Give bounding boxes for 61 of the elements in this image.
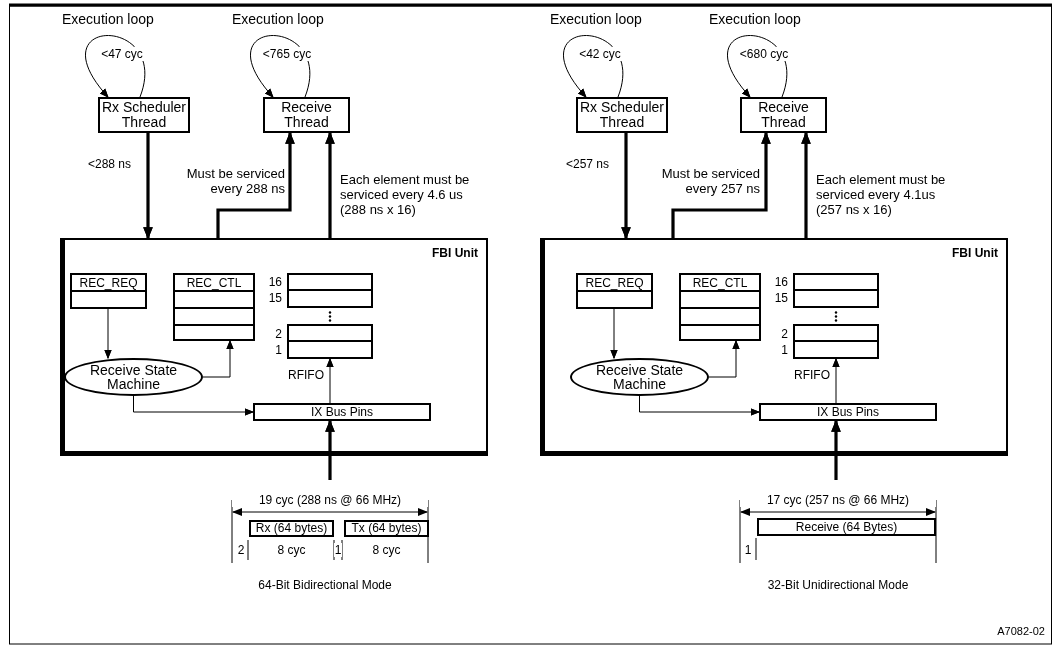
arrow [832,358,840,404]
unit-title: FBI Unit [952,246,998,260]
register-table [173,273,255,341]
row-number: 15 [267,291,282,306]
arrow [216,131,295,238]
unit-frame [540,238,1008,456]
thread-box: Rx Scheduler Thread [98,97,190,133]
cycle-count: 1 [334,543,342,557]
arrow [639,395,760,416]
unit-title: FBI Unit [432,246,478,260]
pins-bar: IX Bus Pins [253,403,431,421]
arrow [326,358,334,404]
timing-segment: Rx (64 bytes) [249,520,334,537]
arrow [202,340,234,378]
unit-frame [60,238,488,456]
row-number: 1 [274,343,282,358]
dimension-label: 19 cyc (288 ns @ 66 MHz) [232,493,428,507]
fifo-stack [287,273,373,359]
pins-bar: IX Bus Pins [759,403,937,421]
timing-segment: Tx (64 bytes) [344,520,429,537]
cycle-count: 2 [236,543,246,557]
fifo-stack [793,273,879,359]
arrow [104,308,112,359]
row-number: 16 [267,275,282,290]
arrow [325,419,335,480]
register-name: REC_REQ [584,276,645,290]
state-machine-ellipse: Receive State Machine [570,358,709,396]
fifo-label: RFIFO [287,368,324,383]
arrow [801,131,811,238]
thread-box: Rx Scheduler Thread [576,97,668,133]
arrow [563,35,624,98]
arrow [621,133,631,240]
arrow [610,308,618,359]
register-name: REC_CTL [691,276,749,290]
arrow [708,340,740,378]
cycle-count: 8 cyc [276,543,307,558]
register-name: REC_REQ [78,276,139,290]
timing-segment: Receive (64 Bytes) [757,518,936,536]
thread-box: Receive Thread [740,97,827,133]
register-table [679,273,761,341]
arrow [85,35,146,98]
arrow [727,35,788,98]
dimension-label: 17 cyc (257 ns @ 66 MHz) [740,493,936,507]
row-number: 2 [780,327,788,342]
arrow [831,419,841,480]
fifo-label: RFIFO [793,368,830,383]
register-table [576,273,653,309]
arrow [325,131,335,238]
cycle-count: 8 cyc [371,543,402,558]
thread-box: Receive Thread [263,97,350,133]
row-number: 1 [780,343,788,358]
arrow [250,35,311,98]
register-name: REC_CTL [185,276,243,290]
arrow [133,395,254,416]
row-number: 2 [274,327,282,342]
row-number: 15 [773,291,788,306]
register-table [70,273,147,309]
arrow [143,133,153,240]
state-machine-ellipse: Receive State Machine [64,358,203,396]
arrow [671,131,771,238]
row-number: 16 [773,275,788,290]
